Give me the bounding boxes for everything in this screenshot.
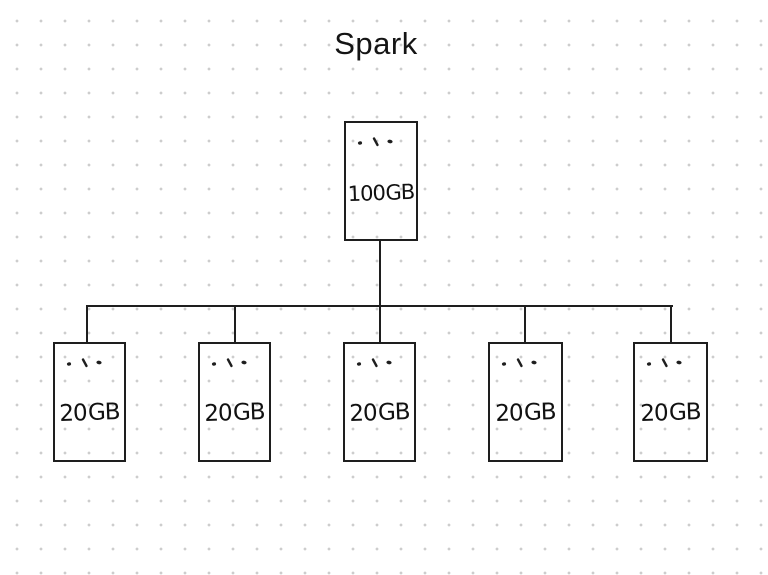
worker-node-1[interactable]: 20 GB [53,342,126,462]
ellipsis-icon [357,137,393,147]
worker-node-5[interactable]: 20 GB [633,342,708,462]
worker-label: 20 GB [639,398,702,428]
worker-node-2[interactable]: 20 GB [198,342,271,462]
ellipsis-icon [501,358,537,368]
driver-label: 100 GB [347,179,415,207]
worker-label: 20 GB [58,398,121,428]
ellipsis-icon [646,358,682,368]
worker-label: 20 GB [203,398,266,428]
diagram-title[interactable]: Spark [334,26,418,61]
driver-node[interactable]: 100 GB [344,121,418,241]
ellipsis-icon [211,358,247,368]
worker-node-4[interactable]: 20 GB [488,342,563,462]
ellipsis-icon [66,358,102,368]
ellipsis-icon [356,358,392,368]
worker-node-3[interactable]: 20 GB [343,342,416,462]
worker-label: 20 GB [494,398,557,428]
worker-label: 20 GB [348,398,411,428]
